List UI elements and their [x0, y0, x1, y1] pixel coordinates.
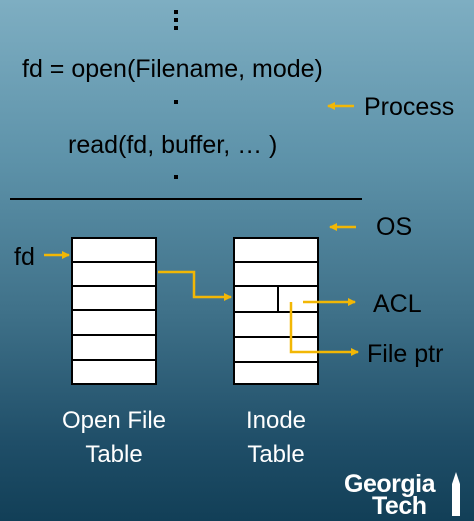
logo-line-georgia: Georgia: [344, 470, 435, 498]
table-row: [235, 338, 317, 363]
file-ptr-arrow: [289, 302, 359, 356]
open-file-table: [71, 237, 157, 385]
inode-table: [233, 237, 319, 385]
ellipsis-dot: [174, 100, 178, 104]
table-row: [235, 239, 317, 263]
process-label: Process: [364, 93, 455, 121]
logo-line-tech: Tech: [372, 492, 427, 520]
caption-line: Inode: [245, 407, 307, 434]
ellipsis-dot: [174, 10, 178, 14]
table-row: [235, 263, 317, 287]
ellipsis-dot: [174, 26, 178, 30]
table-row: [235, 287, 317, 313]
file-ptr-label: File ptr: [367, 340, 444, 368]
table-row: [73, 239, 155, 263]
ellipsis-dot: [174, 175, 178, 179]
fd-label: fd: [14, 243, 35, 271]
table-row: [73, 287, 155, 311]
georgia-tech-logo: Georgia Tech: [344, 470, 470, 520]
table-row: [73, 263, 155, 287]
inode-table-caption: Inode Table: [216, 404, 336, 472]
os-label: OS: [376, 213, 413, 241]
table-row: [73, 336, 155, 361]
caption-line: Table: [85, 441, 143, 468]
caption-line: Open File: [61, 407, 167, 434]
tech-tower-icon: [452, 472, 460, 516]
table-link-arrow: [158, 270, 232, 301]
ellipsis-dot: [174, 18, 178, 22]
caption-line: Table: [247, 441, 305, 468]
table-row: [73, 311, 155, 336]
inode-cell-divider: [277, 287, 279, 311]
acl-label: ACL: [373, 290, 422, 318]
process-os-divider: [10, 198, 362, 200]
table-row: [235, 313, 317, 338]
code-line-open: fd = open(Filename, mode): [22, 55, 323, 83]
code-line-read: read(fd, buffer, … ): [68, 131, 278, 159]
open-file-table-caption: Open File Table: [44, 404, 184, 472]
